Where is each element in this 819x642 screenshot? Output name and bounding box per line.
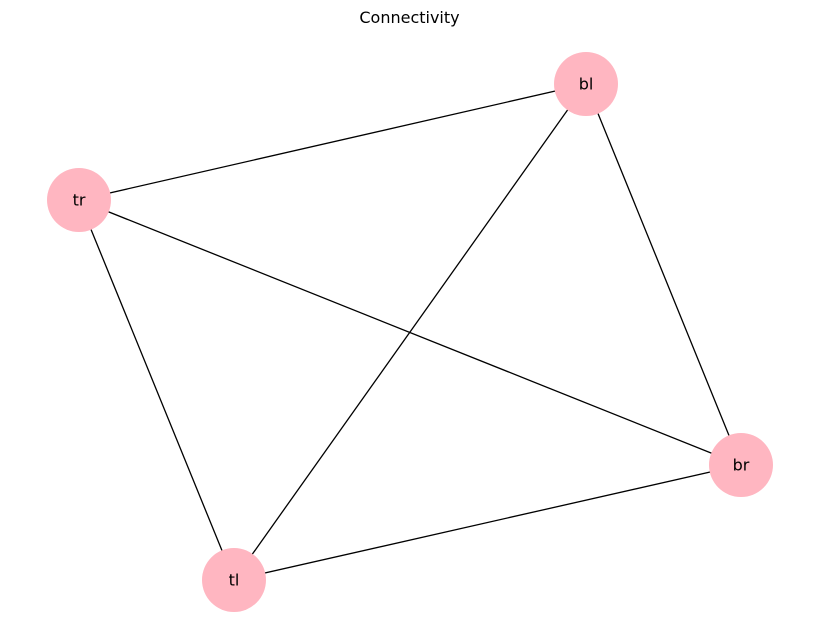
node-label-tr: tr [73,191,86,210]
node-tl: tl [202,548,266,612]
node-bl: bl [554,52,618,116]
edge-br-tl [233,464,742,581]
node-tr: tr [47,168,111,232]
node-circle-tr [47,168,111,232]
node-circle-br [709,433,773,497]
graph-title: Connectivity [359,8,460,27]
edge-bl-tr [78,83,587,201]
node-label-tl: tl [229,571,240,590]
edge-bl-br [585,83,742,466]
node-label-bl: bl [579,75,594,94]
node-circle-tl [202,548,266,612]
edge-tr-tl [78,199,235,581]
node-label-br: br [733,456,750,475]
node-br: br [709,433,773,497]
edges-layer [78,83,742,581]
edge-tr-br [78,199,742,466]
nodes-layer: bl tr br tl [47,52,773,612]
node-circle-bl [554,52,618,116]
